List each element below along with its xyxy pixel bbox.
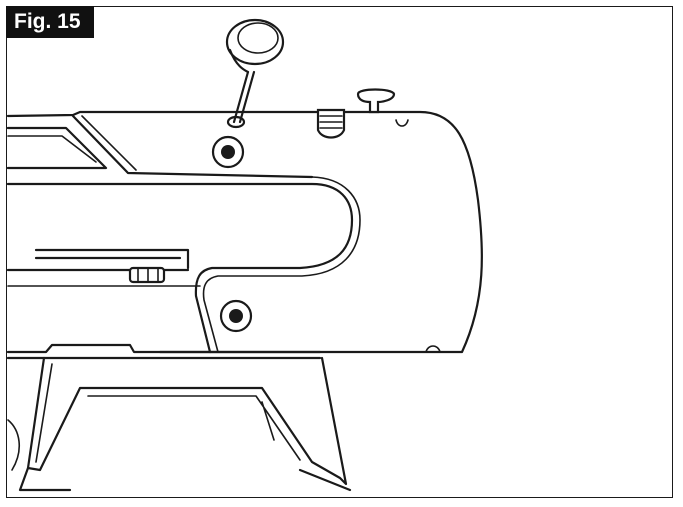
upper-oil-port [211, 135, 245, 169]
housing-notch-top [395, 119, 409, 127]
arm-cover-edge [71, 114, 314, 179]
threaded-insert [316, 108, 346, 139]
base-foot [18, 466, 352, 492]
blade-guard [7, 126, 108, 170]
oil-funnel [225, 18, 285, 124]
tension-knob [356, 88, 396, 114]
base-legs [26, 356, 348, 486]
throat-opening [7, 182, 354, 354]
upper-arm-housing [7, 110, 483, 354]
base-top [7, 343, 322, 354]
arm-cover-edge-inner [81, 115, 137, 171]
cord-line [7, 419, 20, 471]
throat-opening-inner [202, 176, 361, 353]
blade-guard-inner [7, 135, 97, 163]
figure-frame [6, 6, 673, 498]
base-legs-inner [35, 363, 301, 463]
figure-label: Fig. 15 [6, 6, 94, 38]
blade-clamp-knob [128, 266, 166, 284]
lower-arm [34, 248, 190, 270]
lower-oil-port [219, 299, 253, 333]
housing-notch-bottom [425, 345, 441, 353]
